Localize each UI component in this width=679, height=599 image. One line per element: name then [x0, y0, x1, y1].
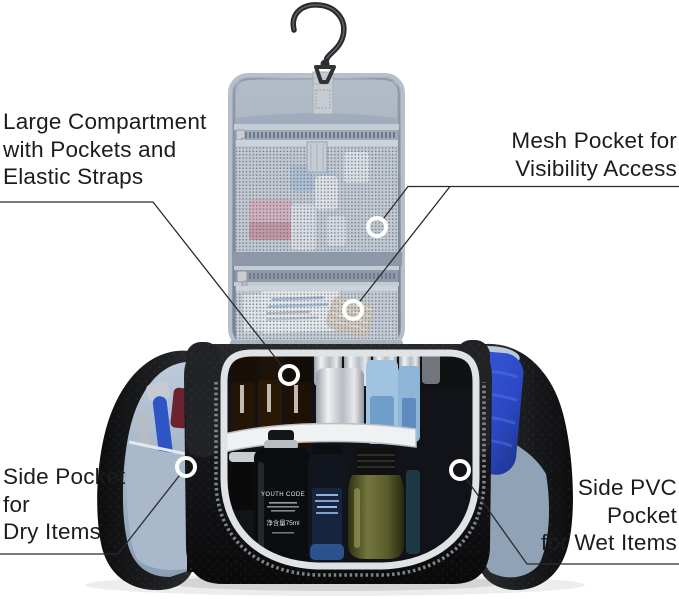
callout-line: Large Compartment	[3, 109, 207, 134]
callout-side-pvc-wet: Side PVC Pocket for Wet Items	[541, 474, 677, 557]
bottle-volume-text: 净含量75ml	[266, 518, 299, 527]
leader-side-pvc-wet	[464, 477, 679, 565]
marker-mesh-pocket-lower	[342, 299, 364, 321]
leader-large-compartment	[0, 201, 284, 369]
callout-line: Visibility Access	[515, 155, 677, 181]
left-dry-pocket	[126, 442, 191, 570]
main-compartment-body: YOUTH CODE 净含量75ml	[184, 340, 492, 584]
callout-line: Pocket	[607, 502, 677, 528]
callout-large-compartment: Large Compartment with Pockets and Elast…	[3, 108, 207, 191]
upper-mesh-pocket	[236, 140, 398, 252]
pvc-window-trim	[220, 349, 480, 570]
hanging-hook-icon	[290, 2, 347, 84]
callout-mesh-pocket: Mesh Pocket for Visibility Access	[511, 127, 677, 182]
marker-side-pocket-dry	[175, 456, 197, 478]
callout-side-pocket-dry: Side Pocket for Dry Items	[3, 463, 125, 546]
callout-line: for	[3, 491, 30, 517]
lower-mesh-pocket	[236, 286, 398, 343]
marker-side-pvc-wet	[449, 459, 471, 481]
olive-bottle	[348, 448, 404, 559]
marker-large-compartment	[278, 364, 300, 386]
youth-code-bottle: YOUTH CODE 净含量75ml	[254, 430, 310, 564]
callout-line: Side PVC	[577, 475, 677, 500]
flap-panel	[228, 73, 405, 349]
flap-divider-band	[232, 252, 402, 266]
leader-mesh-pocket-branch	[358, 186, 451, 304]
right-side-pocket-wing	[447, 343, 573, 591]
leader-mesh-pocket	[381, 185, 679, 221]
callout-line: Side Pocket	[3, 464, 126, 489]
callout-line: Dry Items	[3, 519, 102, 544]
callout-line: Mesh Pocket for	[511, 128, 677, 153]
left-side-pocket-wing	[97, 350, 198, 591]
marker-mesh-pocket-upper	[366, 216, 388, 238]
callout-line: Elastic Straps	[3, 164, 144, 189]
navy-bottle	[308, 444, 346, 562]
back-row-bottles	[231, 360, 420, 448]
bottle-brand-text: YOUTH CODE	[261, 492, 305, 498]
window-zipper	[214, 382, 486, 577]
callout-line: for Wet Items	[541, 530, 677, 555]
front-row-bottles: YOUTH CODE 净含量75ml	[227, 430, 420, 564]
leader-side-pocket-dry	[0, 473, 182, 555]
callout-line: with Pockets and	[3, 136, 177, 162]
